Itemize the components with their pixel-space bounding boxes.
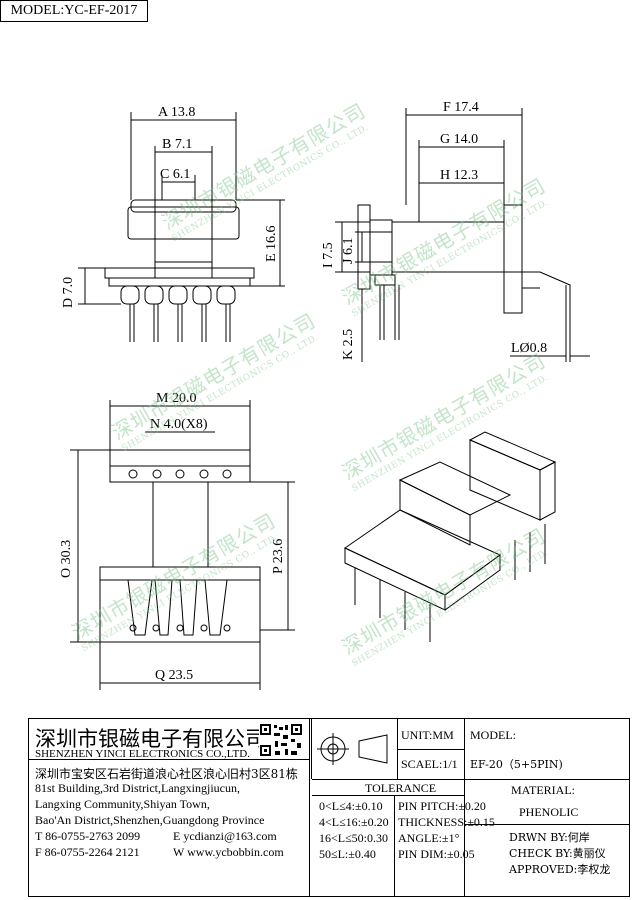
title-block: 深圳市银磁电子有限公司 SHENZHEN YINCI ELECTRONICS C… [28, 718, 630, 897]
address-en-1: 81st Building,3rd District,Langxingjiucu… [35, 781, 240, 795]
technical-drawing: A 13.8 B 7.1 C 6.1 D 7.0 E 16.6 F 17.4 G… [59, 100, 590, 690]
dim-a: A 13.8 [158, 105, 195, 120]
address-en-3: Bao'An District,Shenzhen,Guangdong Provi… [35, 813, 265, 827]
bottom-view [70, 400, 295, 690]
tolerance-title: TOLERANCE [365, 781, 437, 795]
check-by: CHECK BY:黄丽仪 [509, 847, 606, 860]
model-field-label: MODEL: [470, 728, 516, 742]
dim-p: P 23.6 [271, 539, 286, 574]
tolerance-row: 16<L≤50:0.30 [319, 831, 389, 845]
email-address: E ycdianzi@163.com [173, 829, 277, 843]
dim-o: O 30.3 [59, 540, 74, 578]
scale-label: SCAEL:1/1 [401, 757, 458, 771]
dim-m: M 20.0 [156, 391, 196, 406]
dim-f: F 17.4 [443, 100, 479, 115]
dim-q: Q 23.5 [155, 668, 193, 683]
fax-number: F 86-0755-2264 2121 [35, 845, 140, 859]
approved-by: APPROVED:李权龙 [509, 863, 611, 876]
material-label: MATERIAL: [511, 783, 575, 797]
dim-c: C 6.1 [160, 167, 190, 182]
dim-d: D 7.0 [61, 277, 76, 308]
dim-b: B 7.1 [162, 137, 192, 152]
dim-k: K 2.5 [341, 329, 356, 360]
model-field-value: EF-20（5+5PIN) [470, 758, 563, 771]
spec-row: PIN PITCH:±0.20 [398, 799, 486, 813]
company-name-cn: 深圳市银磁电子有限公司 [35, 727, 266, 751]
unit-label: UNIT:MM [401, 728, 454, 742]
tolerance-row: 50≤L:±0.40 [319, 847, 376, 861]
dim-n: N 4.0(X8) [150, 417, 208, 432]
front-view [78, 112, 285, 342]
address-cn: 深圳市宝安区石岩街道浪心社区浪心旧村3区81栋 [35, 767, 298, 781]
side-view [335, 108, 590, 362]
model-label: MODEL:YC-EF-2017 [0, 0, 148, 22]
dim-e: E 16.6 [264, 225, 279, 262]
dim-h: H 12.3 [440, 168, 478, 183]
drawn-by: DRWN BY:何岸 [509, 831, 590, 844]
projection-symbol-icon [317, 733, 388, 765]
dim-i: I 7.5 [321, 242, 336, 268]
address-en-2: Langxing Community,Shiyan Town, [35, 797, 210, 811]
phone-number: T 86-0755-2763 2099 [35, 829, 141, 843]
qr-code-icon [259, 723, 303, 757]
spec-row: ANGLE:±1° [398, 831, 460, 845]
tolerance-row: 4<L≤16:±0.20 [319, 815, 389, 829]
isometric-view [344, 431, 557, 642]
dim-g: G 14.0 [440, 132, 478, 147]
website: W www.ycbobbin.com [173, 845, 284, 859]
material-value: PHENOLIC [519, 805, 579, 819]
tolerance-row: 0<L≤4:±0.10 [319, 799, 383, 813]
company-name-en: SHENZHEN YINCI ELECTRONICS CO.,LTD. [35, 748, 250, 760]
dim-l: LØ0.8 [511, 341, 547, 356]
spec-row: PIN DIM:±0.05 [398, 847, 475, 861]
dim-j: J 6.1 [341, 238, 356, 264]
spec-row: THICKNESS:±0.15 [398, 815, 495, 829]
